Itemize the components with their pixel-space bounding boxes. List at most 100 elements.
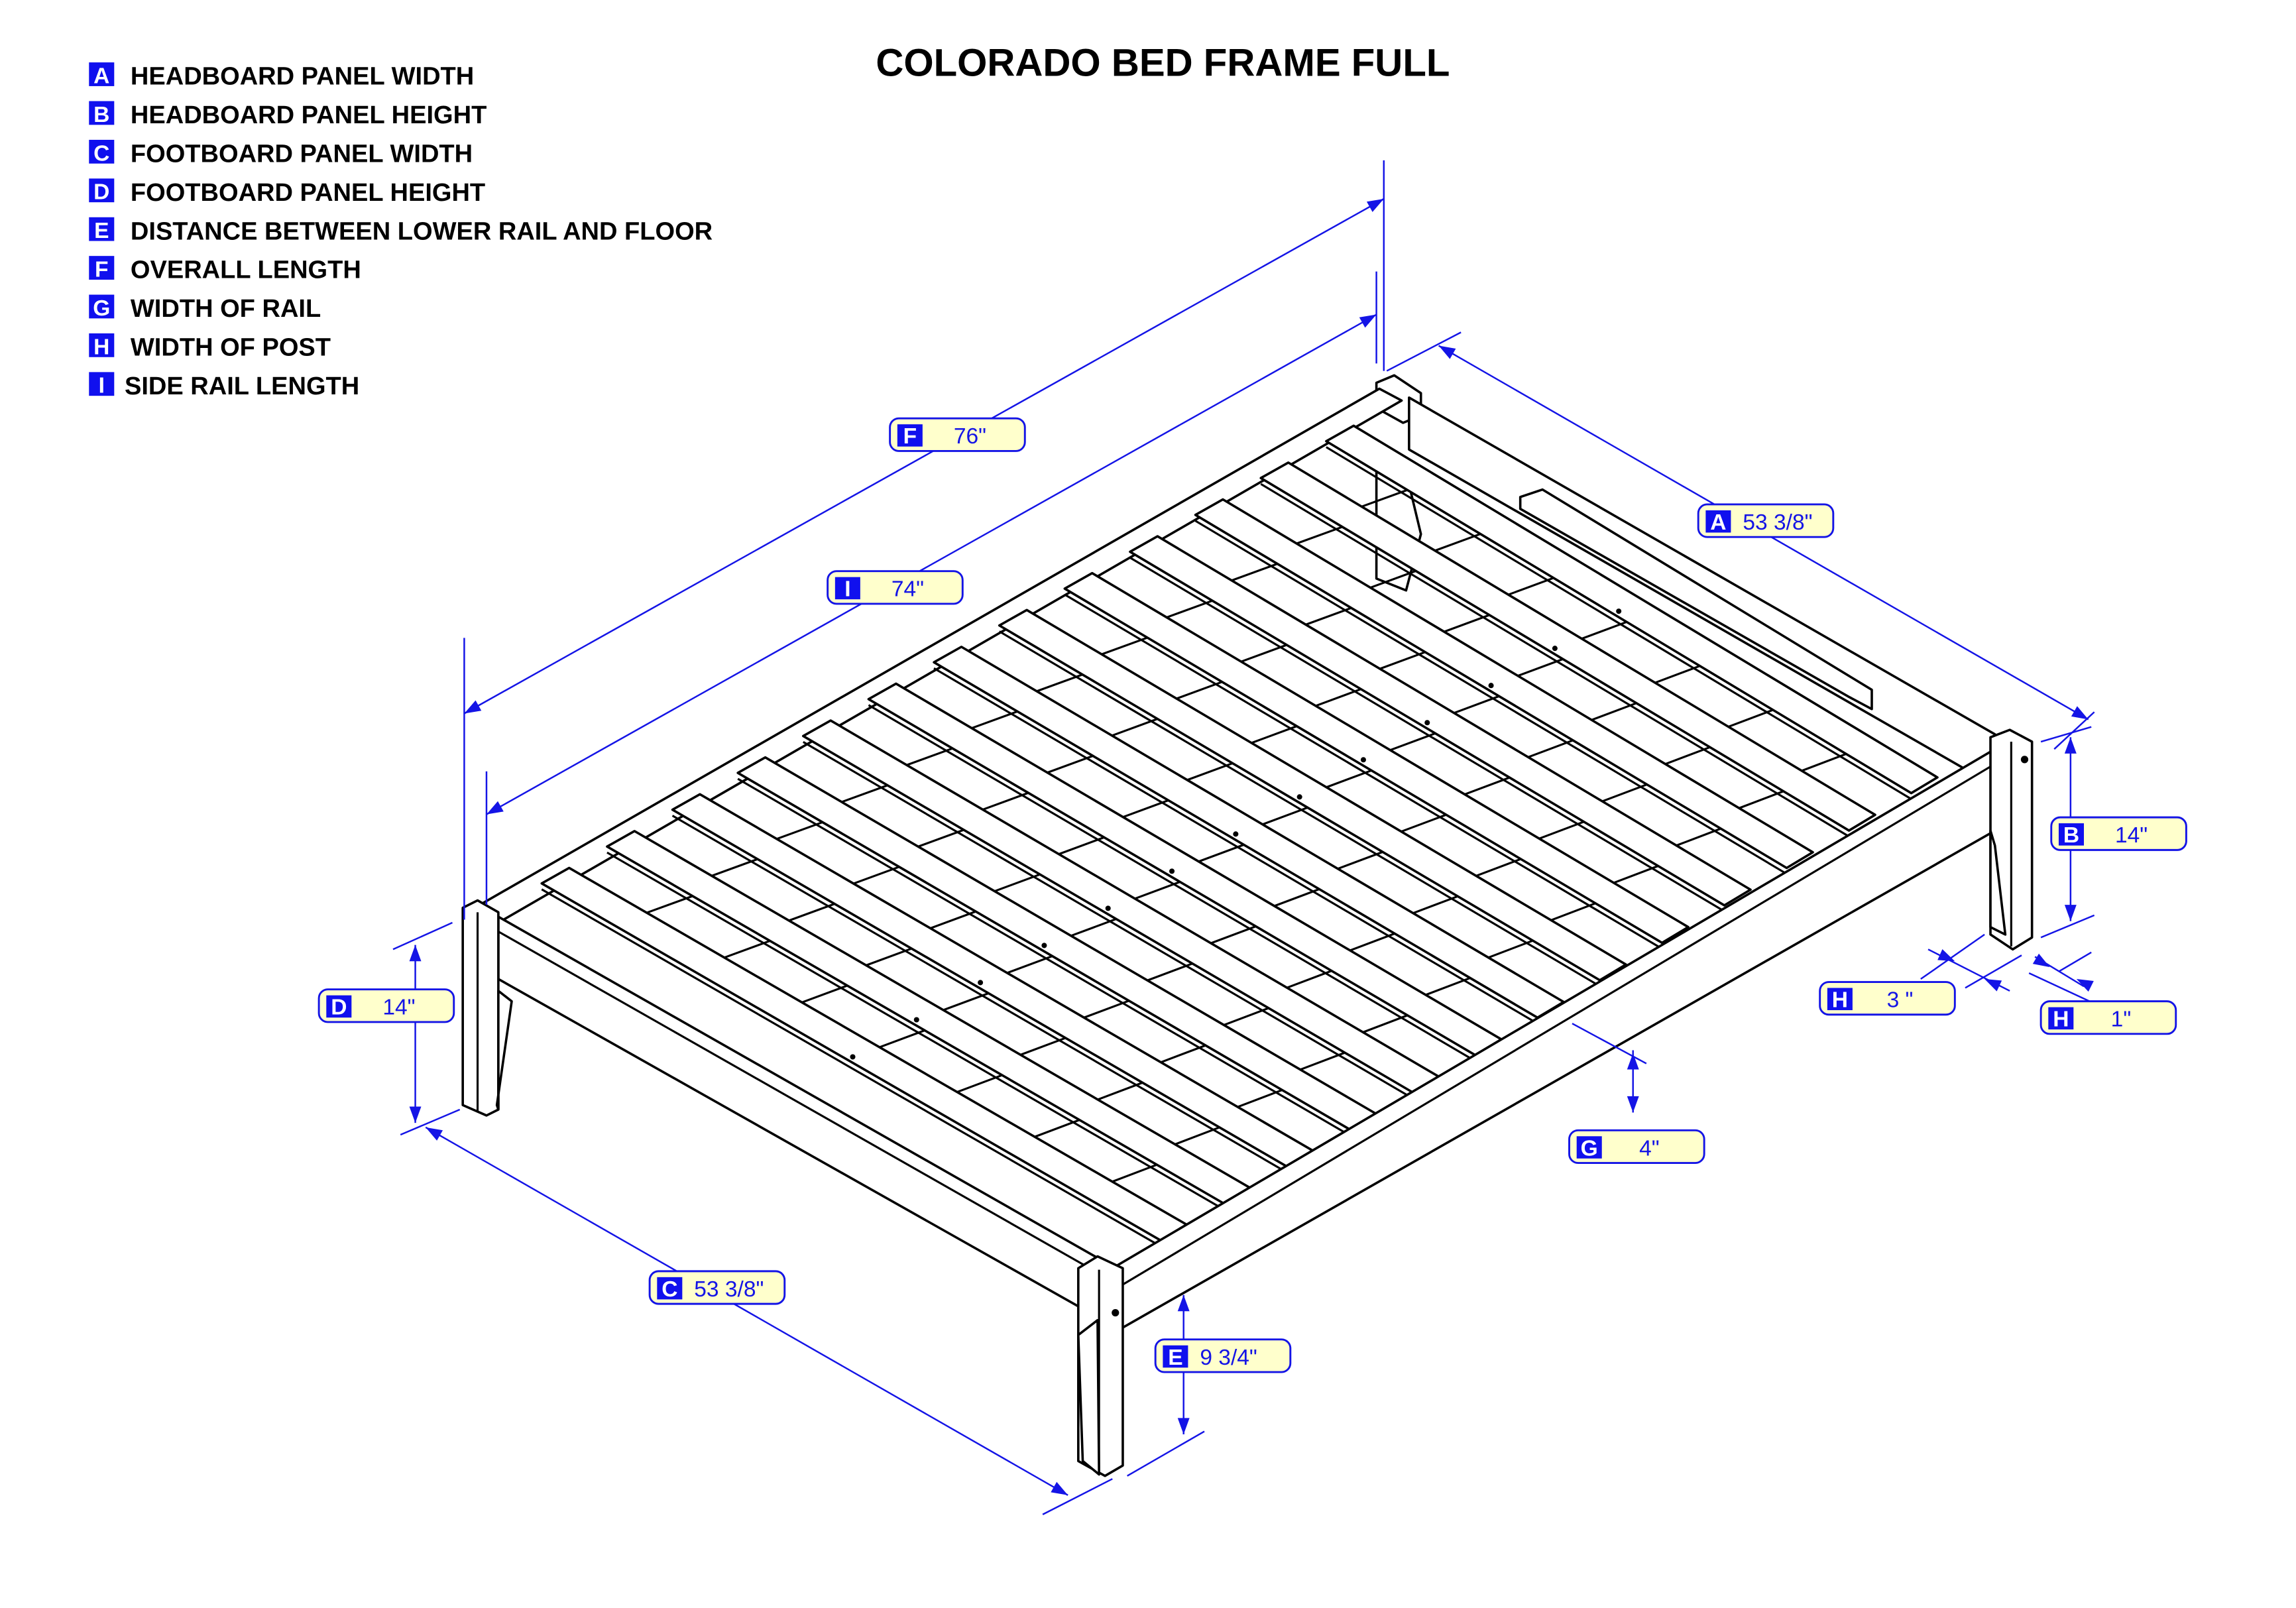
tag-background: [2050, 816, 2187, 851]
arrowhead: [464, 700, 482, 714]
dimension-letter: E: [1168, 1346, 1182, 1370]
legend-letter: E: [94, 219, 109, 243]
legend-letter-box: [89, 217, 115, 241]
legend-text: WIDTH OF POST: [131, 334, 331, 362]
tag-letter-box: [1576, 1136, 1602, 1159]
legend-letter: F: [95, 257, 109, 282]
slat: [998, 608, 1627, 988]
screw-hole: [1360, 757, 1366, 763]
legend-text: FOOTBOARD PANEL WIDTH: [131, 141, 473, 168]
screw-hole: [1233, 831, 1239, 837]
arrowhead: [1366, 199, 1384, 212]
tag-letter-box: [2058, 823, 2085, 846]
slat: [606, 830, 1253, 1212]
screw-hole: [1488, 683, 1494, 689]
arrowhead: [486, 801, 504, 815]
dimension-tag-f: F 76": [889, 417, 1026, 452]
tag-letter-box: [657, 1277, 683, 1300]
dimension-letter: F: [903, 424, 917, 449]
legend-letter: D: [93, 180, 109, 205]
arrowhead: [2032, 953, 2050, 968]
screw-hole: [850, 1054, 856, 1060]
arrowhead: [2064, 737, 2077, 754]
legend-text: OVERALL LENGTH: [131, 257, 361, 284]
tag-letter-box: [326, 995, 352, 1018]
legend-text: HEADBOARD PANEL HEIGHT: [131, 101, 487, 129]
tag-letter-box: [1705, 510, 1731, 533]
diagram-title: COLORADO BED FRAME FULL: [876, 41, 1450, 84]
legend-letter-box: [89, 372, 115, 396]
legend-letter-box: [89, 333, 115, 357]
tag-letter-box: [2048, 1007, 2074, 1030]
slat: [1325, 424, 1939, 800]
tag-letter-box: [1163, 1345, 1188, 1368]
arrowhead: [1177, 1294, 1190, 1312]
slats: [540, 424, 1939, 1249]
footboard-left-leg: [495, 990, 513, 1111]
screw-hole: [913, 1017, 919, 1023]
center-support-rail: [1519, 488, 1873, 711]
slat: [1063, 571, 1690, 950]
legend-letter: I: [99, 374, 105, 398]
dimension-letter: G: [1581, 1136, 1598, 1161]
screw-hole: [1296, 794, 1302, 800]
legend-text: FOOTBOARD PANEL HEIGHT: [131, 179, 485, 207]
footboard-right-leg: [1077, 1318, 1100, 1476]
legend-letter: A: [93, 64, 109, 88]
arrowhead: [1177, 1418, 1190, 1435]
dimension-letter: C: [661, 1277, 677, 1302]
legend-item: D FOOTBOARD PANEL HEIGHT: [89, 178, 485, 207]
arrowhead: [409, 945, 422, 962]
legend-letter-box: [89, 294, 115, 319]
tag-letter-box: [834, 577, 860, 600]
bolt-hole: [1112, 1308, 1119, 1317]
arrowhead: [1984, 979, 2002, 992]
tag-background: [648, 1270, 786, 1305]
screw-hole: [1105, 905, 1111, 911]
dimension-letter: A: [1710, 510, 1726, 535]
tag-background: [1697, 503, 1835, 538]
footboard-edge: [498, 931, 1098, 1274]
footboard-left-post: [461, 899, 500, 1117]
tag-background: [2039, 1000, 2177, 1035]
tag-background: [1154, 1338, 1292, 1373]
legend-text: SIDE RAIL LENGTH: [125, 373, 359, 400]
legend-letter-box: [89, 256, 115, 280]
arrowhead: [1627, 1053, 1639, 1070]
slat: [1129, 535, 1752, 913]
dimension-tag-a: A 53 3/8": [1697, 503, 1835, 538]
tag-letter-box: [1827, 988, 1853, 1011]
tag-background: [1568, 1129, 1705, 1164]
dimension-value: 53 3/8": [1743, 510, 1812, 535]
screw-hole: [1552, 646, 1558, 652]
right-rail-edge: [1122, 763, 1996, 1286]
tag-background: [827, 570, 964, 605]
tag-background: [317, 988, 455, 1023]
bed-frame-drawing: [461, 374, 2034, 1477]
dimension-value: 14": [2115, 823, 2148, 848]
arrowhead: [2071, 706, 2089, 720]
arrowhead: [2076, 979, 2094, 992]
dimension-value: 1": [2111, 1007, 2132, 1032]
legend-letter: G: [93, 296, 110, 321]
tag-letter-box: [897, 424, 923, 447]
legend-letter: H: [93, 335, 109, 359]
legend-item: F OVERALL LENGTH: [89, 256, 361, 284]
screw-hole: [1041, 943, 1047, 948]
screw-hole: [1169, 868, 1175, 874]
arrowhead: [2064, 905, 2077, 921]
arrowhead: [1051, 1481, 1068, 1495]
bolt-hole: [2020, 756, 2029, 764]
dimension-value: 76": [954, 424, 986, 449]
